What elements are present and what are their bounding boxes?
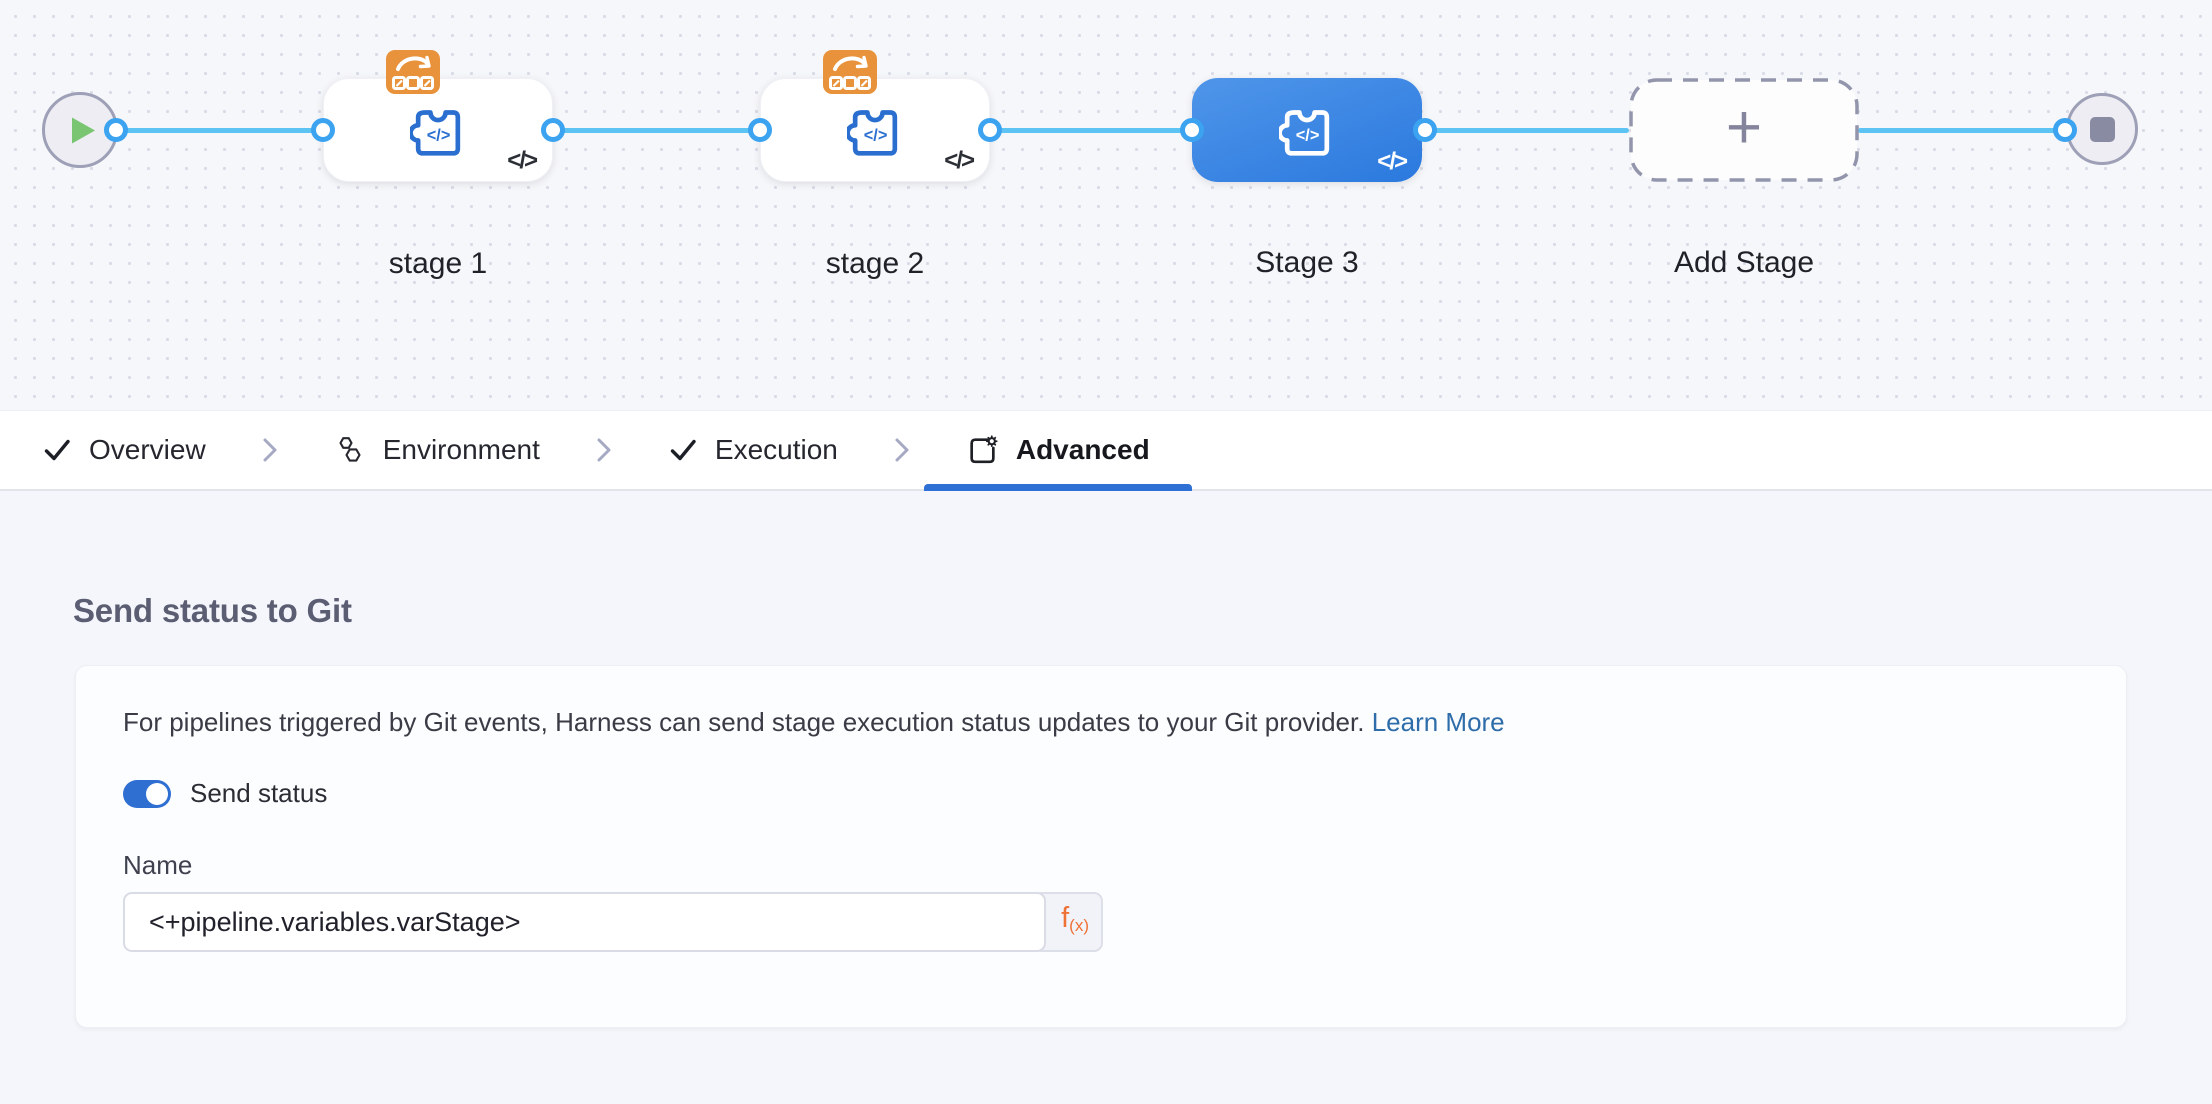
description-body: For pipelines triggered by Git events, H… [123, 707, 1364, 737]
edge-connector [116, 128, 323, 133]
custom-stage-puzzle-icon: </> [410, 102, 466, 158]
toggle-knob [146, 783, 168, 805]
send-status-toggle[interactable] [123, 780, 171, 808]
svg-text:</>: </> [864, 127, 888, 145]
learn-more-link[interactable]: Learn More [1372, 707, 1505, 737]
stage-label: Add Stage [1674, 246, 1814, 280]
tab-execution[interactable]: Execution [626, 411, 880, 489]
chevron-right-icon [582, 411, 626, 489]
tab-label: Overview [89, 434, 206, 466]
edge-connector [553, 128, 760, 133]
tab-advanced[interactable]: Advanced [924, 411, 1192, 489]
send-status-card: For pipelines triggered by Git events, H… [75, 665, 2127, 1028]
environment-icon [334, 434, 366, 466]
chevron-right-icon [248, 411, 292, 489]
code-indicator-icon: </> [1377, 148, 1406, 176]
description-text: For pipelines triggered by Git events, H… [123, 706, 2079, 739]
connection-port [748, 118, 772, 142]
advanced-gear-icon [966, 434, 999, 467]
fx-icon: f [1061, 902, 1069, 935]
connection-port [311, 118, 335, 142]
connection-port [1413, 118, 1437, 142]
name-input-row: f(x) [123, 892, 2079, 952]
stage-config-tabbar: Overview Environment Execution Advanced [0, 410, 2212, 491]
tab-environment[interactable]: Environment [292, 411, 582, 489]
code-indicator-icon: </> [507, 147, 536, 175]
tab-label: Advanced [1016, 434, 1150, 466]
stage-type-badge-icon [386, 50, 440, 94]
advanced-tab-content: Send status to Git For pipelines trigger… [0, 591, 2212, 1104]
tab-overview[interactable]: Overview [0, 411, 248, 489]
add-stage-button[interactable]: + Add Stage [1629, 78, 1859, 182]
name-input[interactable] [123, 892, 1046, 952]
play-icon [71, 116, 97, 145]
tab-label: Execution [715, 434, 838, 466]
chevron-right-icon [880, 411, 924, 489]
edge-connector [990, 128, 1192, 133]
connection-port [2053, 118, 2077, 142]
stage-node-3-selected[interactable]: </> </> Stage 3 [1192, 78, 1422, 182]
pipeline-canvas: </> </> stage 1 </> </> stage 2 </> </> … [0, 0, 2212, 410]
stage-label: stage 1 [389, 247, 487, 281]
connection-port [541, 118, 565, 142]
stage-label: Stage 3 [1255, 246, 1358, 280]
stage-node-1[interactable]: </> </> stage 1 [323, 78, 553, 182]
toggle-label: Send status [190, 778, 327, 809]
stop-icon [2090, 117, 2115, 142]
edge-connector [1425, 128, 1629, 133]
check-icon [668, 435, 698, 465]
stage-type-badge-icon [823, 50, 877, 94]
custom-stage-puzzle-icon: </> [1279, 102, 1335, 158]
connection-port [1180, 118, 1204, 142]
active-tab-indicator [924, 484, 1192, 491]
svg-text:</>: </> [427, 127, 451, 145]
section-title: Send status to Git [73, 591, 2212, 631]
stage-label: stage 2 [826, 247, 924, 281]
check-icon [42, 435, 72, 465]
name-field-label: Name [123, 849, 2079, 882]
custom-stage-puzzle-icon: </> [847, 102, 903, 158]
connection-port [104, 118, 128, 142]
svg-text:</>: </> [1296, 127, 1320, 145]
edge-connector [1858, 128, 2065, 133]
tab-label: Environment [383, 434, 540, 466]
stage-node-2[interactable]: </> </> stage 2 [760, 78, 990, 182]
send-status-toggle-row: Send status [123, 778, 2079, 809]
code-indicator-icon: </> [944, 147, 973, 175]
connection-port [978, 118, 1002, 142]
plus-icon: + [1629, 78, 1859, 182]
